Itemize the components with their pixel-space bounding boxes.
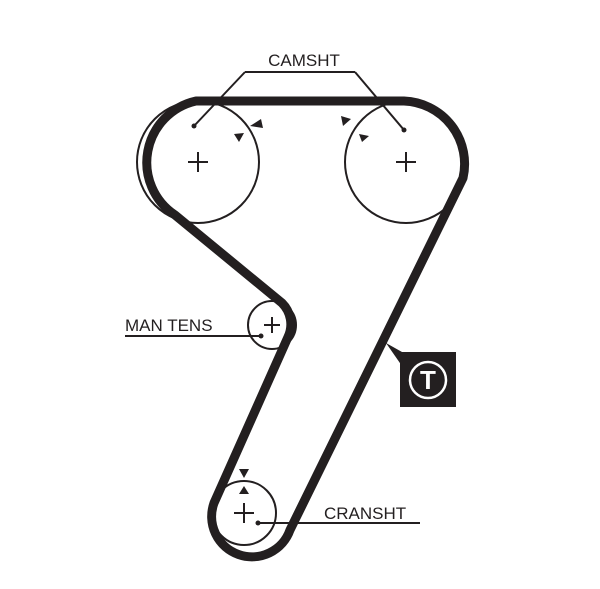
crankshaft-pulley [211, 480, 277, 546]
crankshaft-label: CRANSHT [324, 504, 406, 523]
tension-badge-letter: T [420, 365, 436, 395]
timing-mark-arrow [234, 133, 244, 142]
timing-mark-arrow [341, 116, 351, 126]
left-camshaft-pulley [136, 100, 260, 224]
tensioner-label: MAN TENS [125, 316, 213, 335]
timing-mark-arrow [239, 469, 249, 478]
tension-badge: T [386, 343, 456, 407]
timing-mark-arrow [359, 134, 369, 142]
camshaft-label: CAMSHT [268, 51, 340, 70]
timing-mark-arrow [250, 119, 263, 128]
right-camshaft-pulley [344, 100, 468, 224]
timing-mark-arrow [239, 486, 249, 494]
camshaft-leader-lines [193, 71, 405, 131]
